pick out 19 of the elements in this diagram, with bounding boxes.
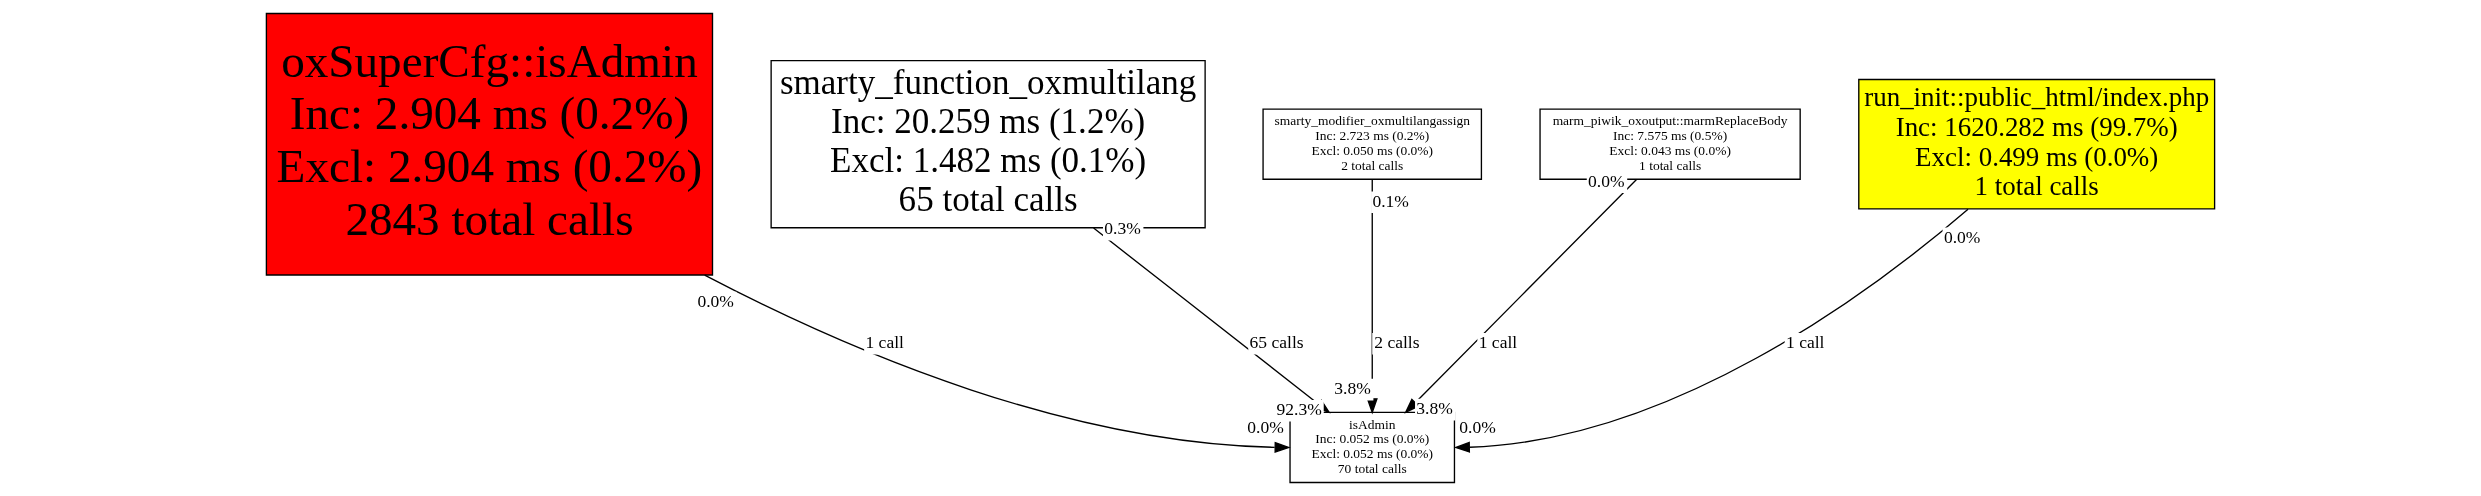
label: 3.8% — [1416, 398, 1453, 419]
label: 0.1% — [1372, 190, 1409, 211]
arrow — [704, 274, 1291, 453]
arrow — [1453, 208, 1969, 453]
edge-label: 1 call — [865, 332, 904, 353]
label: 0.0% — [1588, 170, 1625, 191]
label: 3.8% — [1334, 378, 1371, 399]
label: 0.0% — [1943, 226, 1981, 247]
node-box: oxSuperCfg::isAdmin Inc: 2.904 ms (0.2%) Excl: 2.904 ms (0.2%) 2843 total calls — [265, 12, 714, 276]
label: 0.0% — [1459, 416, 1496, 437]
label: 0.3% — [1104, 218, 1141, 239]
edge-label: 65 calls — [1249, 332, 1304, 353]
edge-label: 2 calls — [1374, 332, 1420, 353]
label: 0.0% — [697, 290, 734, 311]
edge-label: 1 call — [1478, 332, 1518, 353]
edge-label: 1 call — [1786, 332, 1825, 353]
node-box: smarty_modifier_oxmultilangassign Inc: 2.723 ms (0.2%) Excl: 0.050 ms (0.0%) 2 total calls — [1262, 108, 1483, 180]
node-box: run_init::public_html/index.php Inc: 1620.282 ms (99.7%) Excl: 0.499 ms (0.0%) 1 total calls — [1858, 78, 2216, 210]
label: 92.3% — [1276, 399, 1322, 420]
